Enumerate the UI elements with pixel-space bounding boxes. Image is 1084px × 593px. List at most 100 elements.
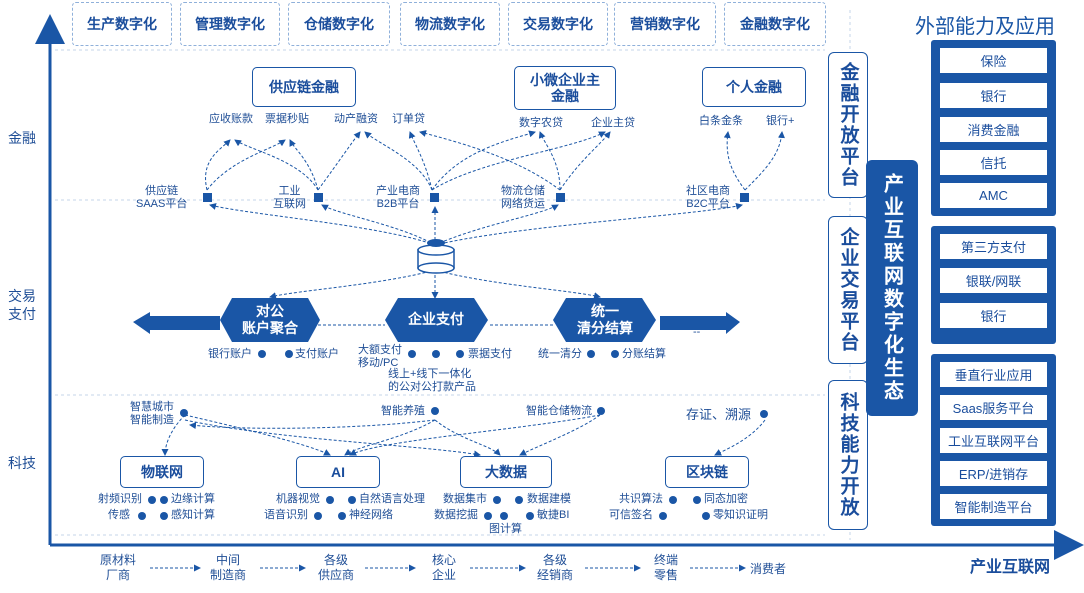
bullet-dot: [611, 350, 619, 358]
chain-step: 原材料 厂商: [100, 553, 137, 582]
x-axis-title: 产业互联网: [970, 559, 1051, 576]
y-label-finance: 金融: [8, 130, 36, 146]
bullet-dot: [659, 512, 667, 520]
external-group-finance: 保险 银行 消费金融 信托 AMC: [931, 40, 1056, 216]
platform-tech-open: 科技能力开放: [828, 380, 868, 530]
bullet-dot: [431, 407, 439, 415]
platform-tech-open-label: 科技能力开放: [837, 392, 859, 518]
trade-item: 大额支付 移动/PC: [358, 344, 402, 370]
bullet-dot: [669, 496, 677, 504]
bullet-dot: [526, 512, 534, 520]
bullet-dot: [258, 350, 266, 358]
tech-item: 数据挖掘: [434, 509, 478, 521]
trade-item: 票据支付: [468, 348, 512, 360]
external-item: ERP/进销存: [940, 461, 1047, 486]
chain-step: 各级 供应商: [318, 553, 355, 582]
external-group-payment: 第三方支付 银联/网联 银行: [931, 226, 1056, 344]
bullet-dot: [148, 496, 156, 504]
external-item: 银行: [940, 83, 1047, 108]
trade-item: 银行账户: [208, 348, 252, 360]
external-item: 信托: [940, 150, 1047, 175]
platform-enterprise-trade: 企业交易平台: [828, 216, 868, 364]
bullet-dot: [587, 350, 595, 358]
tech-item: 数据集市: [443, 493, 487, 505]
tech-box-ai: AI: [296, 456, 380, 488]
product-label: 企业主贷: [591, 117, 635, 129]
tech-item: 可信签名: [609, 509, 653, 521]
bullet-dot: [597, 407, 605, 415]
tech-item: 边缘计算: [171, 493, 215, 505]
product-label: 应收账款: [209, 113, 253, 125]
tech-item: 语音识别: [264, 509, 308, 521]
bullet-dot: [702, 512, 710, 520]
platform-label: 产业电商 B2B平台: [376, 185, 420, 211]
tech-item: 敏捷BI: [537, 509, 570, 521]
platform-node: [740, 193, 749, 202]
product-label: 银行+: [766, 115, 795, 127]
tech-app: 智慧城市 智能制造: [130, 401, 174, 427]
trade-item: 统一清分: [538, 348, 582, 360]
tech-box-iot: 物联网: [120, 456, 204, 488]
bullet-dot: [314, 512, 322, 520]
hex-enterprise-payment: 企业支付: [408, 311, 464, 328]
bullet-dot: [693, 496, 701, 504]
platform-node: [314, 193, 323, 202]
bullet-dot: [160, 496, 168, 504]
product-label: 白条金条: [699, 115, 743, 127]
tech-app: 智能仓储物流: [526, 405, 592, 417]
bullet-dot: [484, 512, 492, 520]
y-label-tech: 科技: [8, 455, 36, 471]
external-item: 垂直行业应用: [940, 362, 1047, 387]
hex-account-aggregation: 对公 账户聚合: [242, 302, 298, 337]
product-label: 订单贷: [392, 113, 425, 125]
finance-box-personal: 个人金融: [702, 67, 806, 107]
trade-item: 线上+线下一体化 的公对公打款产品: [388, 368, 476, 394]
ecosystem-label: 产业互联网数字化生态: [880, 173, 903, 403]
bullet-dot: [338, 512, 346, 520]
platform-label: 工业 互联网: [273, 185, 306, 211]
bullet-dot: [326, 496, 334, 504]
tech-box-bigdata: 大数据: [460, 456, 552, 488]
platform-finance-open-label: 金融开放平台: [837, 62, 859, 188]
finance-box-smb: 小微企业主 金融: [514, 66, 616, 110]
tech-item: 自然语言处理: [359, 493, 425, 505]
tech-item: 同态加密: [704, 493, 748, 505]
platform-node: [556, 193, 565, 202]
bullet-dot: [180, 409, 188, 417]
product-label: 票据秒贴: [265, 113, 309, 125]
bullet-dot: [515, 496, 523, 504]
platform-label: 社区电商 B2C平台: [686, 185, 730, 211]
platform-node: [203, 193, 212, 202]
tech-item: 机器视觉: [276, 493, 320, 505]
sector-management: 管理数字化: [180, 2, 280, 46]
external-item: 智能制造平台: [940, 494, 1047, 519]
trade-item: 支付账户: [295, 348, 339, 360]
tech-item: 神经网络: [349, 509, 393, 521]
tech-app: 智能养殖: [381, 405, 425, 417]
product-label: 动产融资: [334, 113, 378, 125]
external-title: 外部能力及应用: [915, 16, 1055, 38]
external-item: Saas服务平台: [940, 395, 1047, 420]
bullet-dot: [500, 512, 508, 520]
tech-item: 图计算: [489, 523, 522, 535]
sector-logistics: 物流数字化: [400, 2, 500, 46]
ecosystem-banner: 产业互联网数字化生态: [866, 160, 918, 416]
tech-app: 存证、溯源: [686, 407, 752, 422]
tech-item: 零知识证明: [713, 509, 768, 521]
external-item: 银联/网联: [940, 268, 1047, 293]
bullet-dot: [493, 496, 501, 504]
chain-step: 各级 经销商: [537, 553, 574, 582]
bullet-dot: [285, 350, 293, 358]
sector-finance: 金融数字化: [724, 2, 826, 46]
external-item: 工业互联网平台: [940, 428, 1047, 453]
platform-label: 供应链 SAAS平台: [136, 185, 188, 211]
trade-item: 分账结算: [622, 348, 666, 360]
sector-warehouse: 仓储数字化: [288, 2, 390, 46]
sector-trade: 交易数字化: [508, 2, 608, 46]
platform-enterprise-trade-label: 企业交易平台: [837, 227, 859, 353]
bullet-dot: [348, 496, 356, 504]
y-label-trade: 交易 支付: [8, 288, 36, 322]
bullet-dot: [456, 350, 464, 358]
finance-box-supply-chain: 供应链金融: [252, 67, 356, 107]
